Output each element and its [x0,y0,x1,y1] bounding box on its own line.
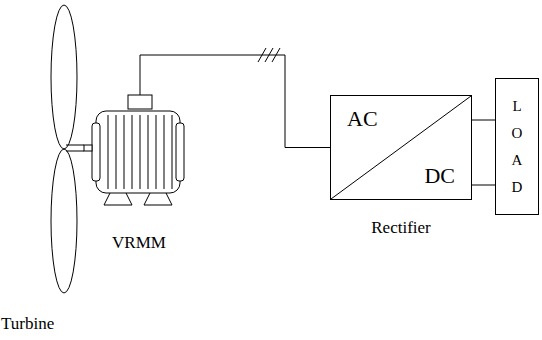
load-label: L O A D [510,93,525,201]
phase-slash [272,48,280,62]
cooling-fin [164,115,165,189]
connector-wire [472,120,495,121]
machine-feet [104,193,172,205]
shaft-end [84,145,92,151]
machine-body [96,111,180,193]
end-shield [92,123,100,181]
end-shield [176,123,184,181]
rectifier-label: Rectifier [331,218,471,238]
load-box: L O A D [495,78,539,215]
cooling-fin [172,115,173,189]
vrmm-machine: VRMM [88,95,190,260]
cooling-fin [140,115,141,189]
machine-drawing [88,95,190,220]
connector-wire [472,185,495,186]
machine-outline [84,95,184,205]
shaft [66,145,84,146]
wire-path [472,185,495,186]
cooling-fin [156,115,157,189]
turbine-blades [0,0,84,300]
cooling-fin [108,115,109,189]
machine-label: VRMM [88,233,190,253]
cooling-fin [148,115,149,189]
phase-slash [265,48,273,62]
cooling-fin [124,115,125,189]
cooling-fin [132,115,133,189]
rectifier-box: ACDCRectifier [330,95,472,200]
blade [51,149,77,293]
phase-slash [258,48,266,62]
shaft [66,151,84,152]
ac-label: AC [345,106,380,132]
dc-label: DC [422,163,457,189]
terminal-box [128,95,152,109]
wire-path [472,120,495,121]
diagonal-line [331,96,471,199]
turbine: Turbine [0,0,84,340]
turbine-label: Turbine [1,314,54,334]
blade [51,5,77,149]
cooling-fin [116,115,117,189]
